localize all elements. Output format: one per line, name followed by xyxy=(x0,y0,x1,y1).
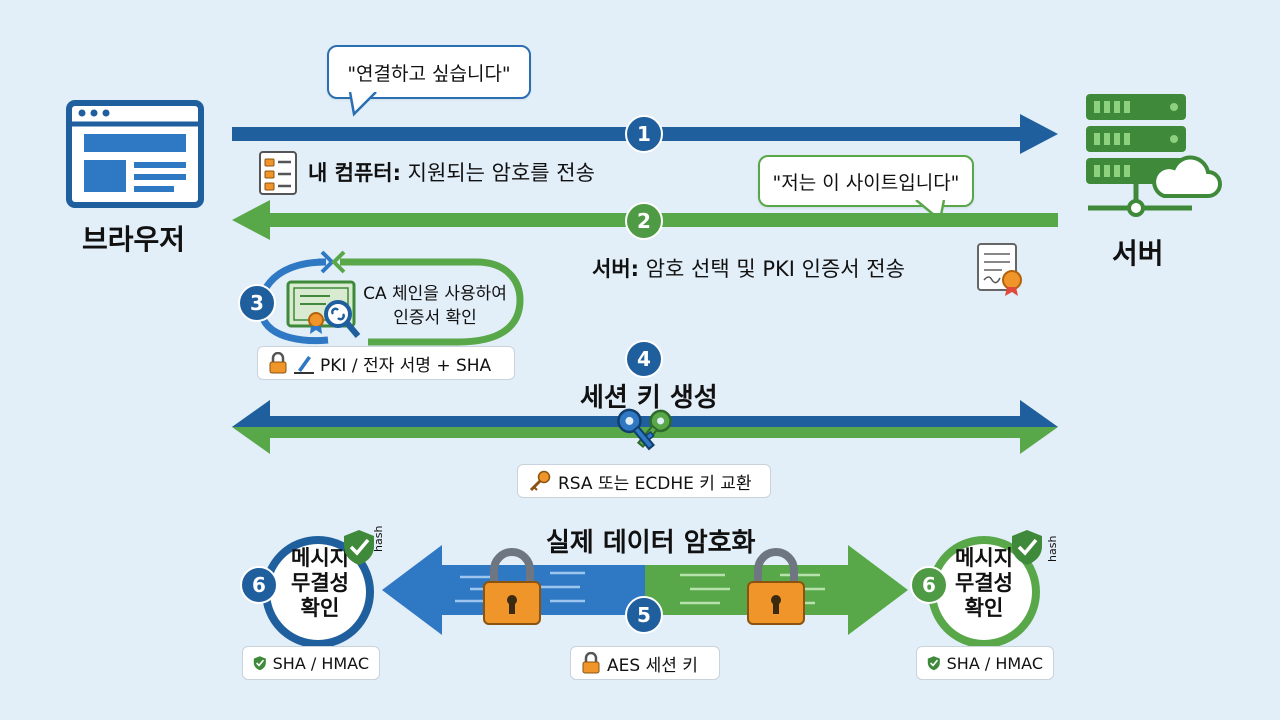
step6-left-caption: 메시지 무결성 확인 xyxy=(278,546,362,621)
lock-small-icon xyxy=(582,652,600,674)
certificate-scroll-icon xyxy=(977,243,1022,296)
step2-caption: 서버: 암호 선택 및 PKI 인증서 전송 xyxy=(592,253,905,283)
step2-speech-bubble: "저는 이 사이트입니다" xyxy=(758,155,974,207)
step6-left-number-badge: 6 xyxy=(240,566,278,604)
step2-number-badge: 2 xyxy=(625,202,663,240)
step3-tag: PKI / 전자 서명 + SHA xyxy=(257,346,515,380)
server-label: 서버 xyxy=(1112,237,1164,270)
step1-text: 지원되는 암호를 전송 xyxy=(401,161,595,185)
step1-number-badge: 1 xyxy=(625,115,663,153)
shield-check-right-icon xyxy=(1012,530,1042,565)
step4-title: 세션 키 생성 xyxy=(580,383,718,413)
step5-number-badge: 5 xyxy=(625,596,663,634)
step6-right-tag: SHA / HMAC xyxy=(916,646,1054,680)
step6-left-tag: SHA / HMAC xyxy=(242,646,380,680)
step4-tag-text: RSA 또는 ECDHE 키 교환 xyxy=(558,473,752,494)
cloud-icon xyxy=(1152,155,1222,198)
step2-actor: 서버: xyxy=(592,257,640,281)
step5-tag: AES 세션 키 xyxy=(570,646,720,680)
step3-line1: CA 체인을 사용하여 xyxy=(363,284,507,304)
document-locks-icon xyxy=(259,151,297,195)
step6-left-tag-text: SHA / HMAC xyxy=(272,653,369,673)
hash-label-left: hash xyxy=(372,525,385,552)
step3-number-badge: 3 xyxy=(238,284,276,322)
key-icon xyxy=(617,408,672,451)
step3-tag-text: PKI / 전자 서명 + SHA xyxy=(320,355,492,376)
lock-left-icon xyxy=(483,548,541,625)
shield-small-right-icon xyxy=(927,656,940,671)
step1-bubble-tail xyxy=(348,92,377,117)
step6-right-line1: 메시지 xyxy=(955,546,1013,570)
shield-check-icon xyxy=(344,530,374,565)
step6-right-tag-text: SHA / HMAC xyxy=(946,653,1043,673)
shield-small-icon xyxy=(253,656,266,671)
browser-window-icon xyxy=(66,100,204,208)
step3-caption: CA 체인을 사용하여 인증서 확인 xyxy=(350,282,520,330)
step6-left-line3: 확인 xyxy=(300,596,340,620)
step1-actor: 내 컴퓨터: xyxy=(308,161,401,185)
browser-label: 브라우저 xyxy=(82,223,186,256)
lock-right-icon xyxy=(747,548,805,625)
step4-double-arrow xyxy=(232,400,1058,454)
step3-line2: 인증서 확인 xyxy=(393,308,477,328)
hash-label-right: hash xyxy=(1046,535,1059,562)
step1-bubble-text: "연결하고 싶습니다" xyxy=(347,62,511,85)
step6-right-line2: 무결성 xyxy=(955,571,1013,595)
step4-tag: RSA 또는 ECDHE 키 교환 xyxy=(517,464,771,498)
step5-tag-text: AES 세션 키 xyxy=(607,655,698,676)
step4-number-badge: 4 xyxy=(625,340,663,378)
step6-right-line3: 확인 xyxy=(964,596,1004,620)
server-rack-icon xyxy=(1086,94,1192,217)
step2-text: 암호 선택 및 PKI 인증서 전송 xyxy=(639,257,905,281)
step5-title: 실제 데이터 암호화 xyxy=(546,528,756,558)
step6-left-line1: 메시지 xyxy=(291,546,349,570)
step1-caption: 내 컴퓨터: 지원되는 암호를 전송 xyxy=(308,157,595,187)
step6-left-line2: 무결성 xyxy=(291,571,349,595)
step2-bubble-text: "저는 이 사이트입니다" xyxy=(772,171,960,194)
step6-right-number-badge: 6 xyxy=(910,566,948,604)
pen-icon xyxy=(294,356,314,374)
key-small-icon xyxy=(529,470,551,492)
step1-speech-bubble: "연결하고 싶습니다" xyxy=(327,45,531,99)
step6-right-caption: 메시지 무결성 확인 xyxy=(942,546,1026,621)
lock-icon xyxy=(269,352,287,374)
magnifier-icon xyxy=(324,300,361,338)
